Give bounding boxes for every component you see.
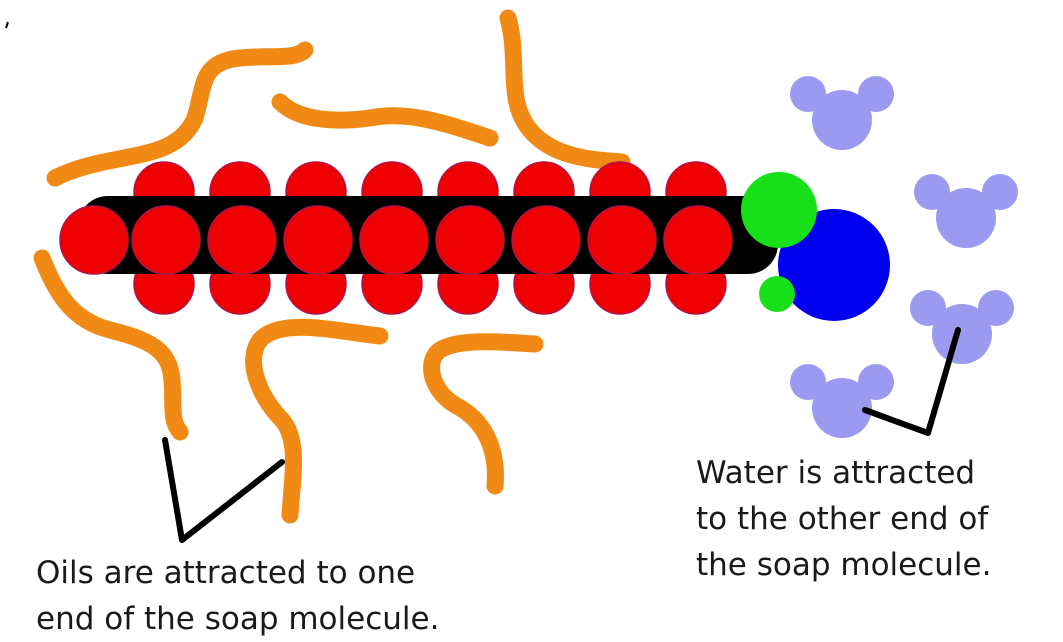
tail-atom: [436, 206, 504, 274]
water-atom: [858, 364, 894, 400]
water-caption: Water is attracted to the other end of t…: [696, 450, 991, 588]
water-molecule: [914, 174, 1018, 248]
water-caption-line-2: to the other end of: [696, 496, 991, 542]
soap-molecule-tail: [60, 162, 778, 314]
water-molecule: [790, 76, 894, 150]
water-atom: [978, 290, 1014, 326]
water-molecule: [790, 364, 894, 438]
oil-strand: [280, 102, 490, 138]
tail-atom: [132, 206, 200, 274]
oils-caption: Oils are attracted to one end of the soa…: [36, 550, 439, 642]
water-caption-line-1: Water is attracted: [696, 450, 991, 496]
oil-strand: [55, 50, 305, 178]
water-atom: [910, 290, 946, 326]
tail-atom: [512, 206, 580, 274]
water-atom: [982, 174, 1018, 210]
tail-atom: [588, 206, 656, 274]
head-small-atom-bottom: [759, 276, 795, 312]
water-molecule: [910, 290, 1014, 364]
water-atom: [914, 174, 950, 210]
oil-strand: [508, 18, 622, 162]
water-atom: [858, 76, 894, 112]
tail-atom: [60, 206, 128, 274]
oil-strand: [432, 342, 535, 486]
tail-middle-atoms: [60, 206, 732, 274]
stray-mark: [6, 22, 8, 28]
water-atom: [790, 364, 826, 400]
water-atom: [790, 76, 826, 112]
oils-caption-line-2: end of the soap molecule.: [36, 596, 439, 642]
tail-atom: [284, 206, 352, 274]
tail-atom: [360, 206, 428, 274]
tail-atom: [664, 206, 732, 274]
water-caption-line-3: the soap molecule.: [696, 542, 991, 588]
tail-atom: [208, 206, 276, 274]
oils-caption-line-1: Oils are attracted to one: [36, 550, 439, 596]
head-small-atom-top: [741, 172, 817, 248]
oil-strand: [254, 327, 380, 515]
oil-pointer-line: [165, 440, 282, 540]
